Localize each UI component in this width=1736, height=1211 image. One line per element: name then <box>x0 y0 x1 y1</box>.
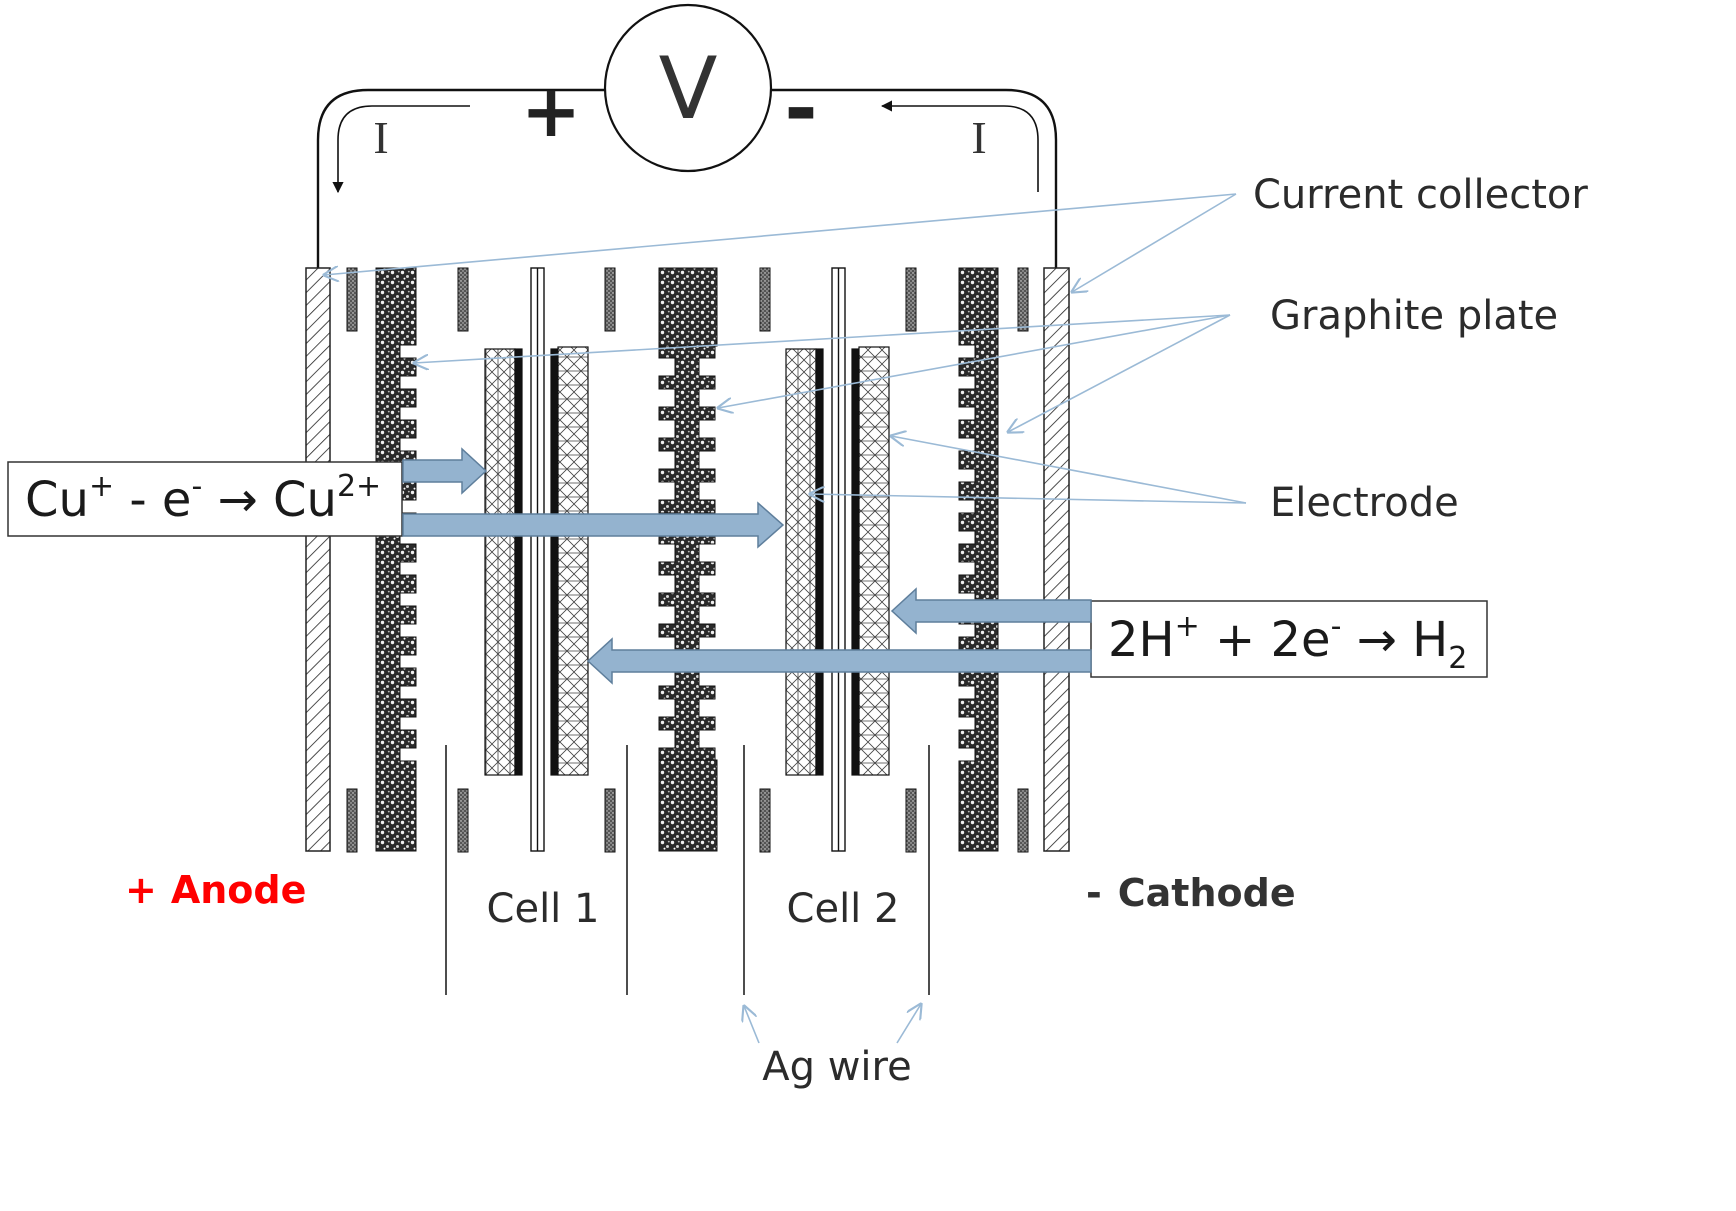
flow-arrow-anode-to-cell1 <box>402 447 488 495</box>
label-graphite-plate: Graphite plate <box>1270 293 1558 339</box>
wire-outer <box>316 88 1058 268</box>
current-label-right: I <box>971 112 986 163</box>
flow-arrows <box>402 447 1092 685</box>
label-current-collector: Current collector <box>1253 172 1588 218</box>
label-ag-wire: Ag wire <box>762 1044 911 1090</box>
current-label-left: I <box>373 112 388 163</box>
graphite-plate-right <box>958 267 999 852</box>
flow-arrow-cathode-to-cell2 <box>890 587 1092 635</box>
current-arrow-left <box>332 105 470 194</box>
electrodes <box>484 346 890 776</box>
voltmeter-minus: - <box>784 62 817 155</box>
flow-arrow-anode-to-cell2 <box>402 501 785 549</box>
voltmeter-circle <box>603 3 773 173</box>
graphite-plate-left <box>375 267 417 852</box>
gaskets <box>346 267 1029 853</box>
anode-reaction: Cu+ - e- → Cu2+ <box>25 469 381 528</box>
voltmeter-symbol: V <box>659 39 718 139</box>
cathode-reaction: 2H+ + 2e- → H2 <box>1108 609 1467 676</box>
anode-reaction-box: Cu+ - e- → Cu2+ <box>7 461 403 537</box>
label-cell-1: Cell 1 <box>487 886 600 932</box>
external-circuit: V + - I I <box>316 3 1058 268</box>
label-cathode: -Cathode <box>1086 871 1296 915</box>
membranes <box>530 267 846 852</box>
ag-wires <box>445 745 930 995</box>
cathode-reaction-box: 2H+ + 2e- → H2 <box>1090 600 1488 678</box>
electrode-cell1-cathode <box>557 346 589 776</box>
label-anode: +Anode <box>125 868 306 912</box>
current-collector-right <box>1043 267 1070 852</box>
electrode-cell2-cathode <box>858 346 890 776</box>
flow-arrow-cathode-to-cell1 <box>586 637 1092 685</box>
current-arrow-right <box>880 100 1039 192</box>
electrode-cell1-anode <box>484 348 516 776</box>
labels: Current collector Graphite plate Electro… <box>125 172 1588 1090</box>
label-cell-2: Cell 2 <box>787 886 900 932</box>
leader-lines <box>324 193 1247 1044</box>
stack <box>305 267 1070 995</box>
current-collector-left <box>305 267 331 852</box>
voltmeter-plus: + <box>521 69 581 153</box>
electrode-cell2-anode <box>785 348 817 776</box>
label-electrode: Electrode <box>1270 480 1459 526</box>
